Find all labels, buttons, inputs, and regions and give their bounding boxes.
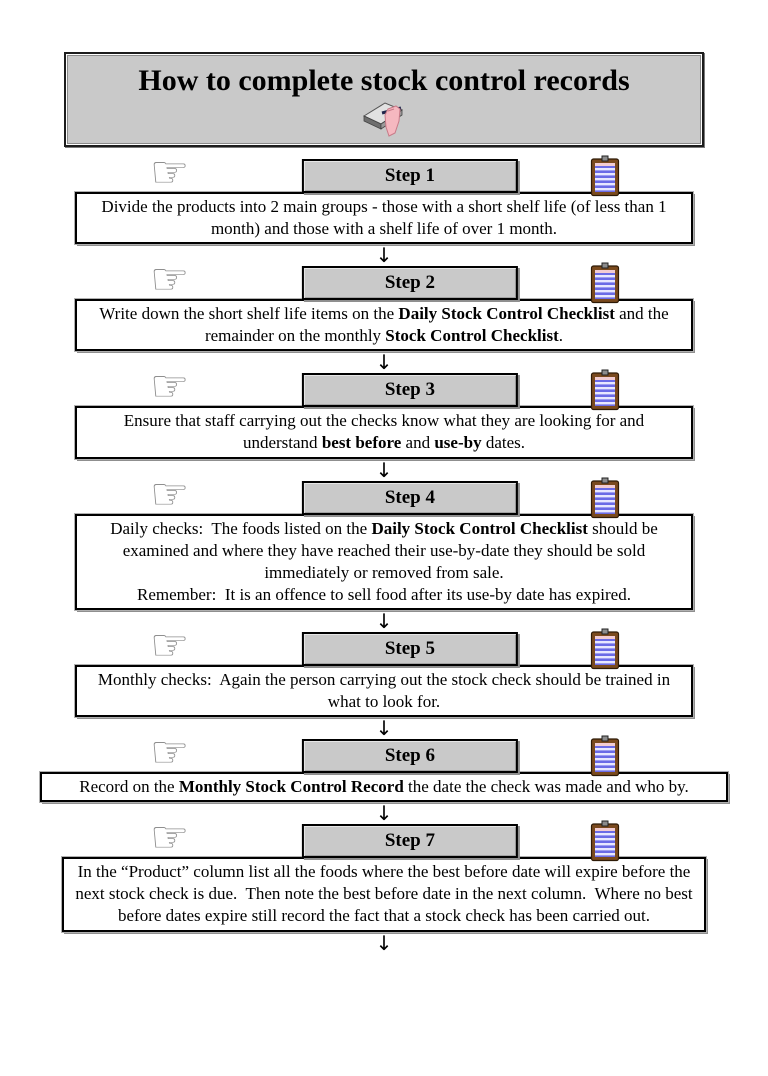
clipboard-icon (590, 155, 620, 197)
step-2-header: ☞ Step 2 (0, 258, 768, 304)
document-page: How to complete stock control records ☞ … (0, 52, 768, 1076)
step-2-label-box: Step 2 (301, 266, 518, 301)
step-5-header: ☞ Step 5 (0, 623, 768, 670)
down-arrow: ↓ (375, 457, 393, 482)
step-7-label-box: Step 7 (301, 824, 518, 859)
step-1-header: ☞ Step 1 (0, 151, 768, 197)
step-6-label: Step 6 (384, 745, 435, 767)
step-5-text: Monthly checks: Again the person carryin… (74, 663, 694, 719)
step-6-text: Record on the Monthly Stock Control Reco… (39, 771, 729, 804)
clipboard-icon (590, 735, 620, 777)
step-3-header: ☞ Step 3 (0, 365, 768, 411)
step-6-label-box: Step 6 (301, 739, 518, 774)
pointing-hand-icon: ☞ (150, 254, 190, 306)
step-4-label-box: Step 4 (301, 480, 518, 515)
clipboard-icon (590, 369, 620, 411)
step-3-label: Step 3 (384, 379, 435, 401)
down-arrow: ↓ (375, 930, 393, 955)
clipboard-icon (590, 262, 620, 304)
step-7-text: In the “Product” column list all the foo… (61, 856, 707, 933)
down-arrow: ↓ (375, 608, 393, 633)
step-1-label: Step 1 (384, 165, 435, 186)
step-1-label-box: Step 1 (301, 159, 518, 193)
title-banner: How to complete stock control records (64, 52, 704, 147)
down-arrow: ↓ (375, 801, 393, 826)
step-3-label-box: Step 3 (301, 373, 518, 408)
step-5-label-box: Step 5 (301, 631, 518, 666)
pointing-hand-icon: ☞ (150, 361, 190, 413)
step-4-text: Daily checks: The foods listed on the Da… (74, 512, 694, 611)
clipboard-icon (590, 628, 620, 670)
down-arrow: ↓ (375, 243, 393, 268)
page-title: How to complete stock control records (138, 64, 630, 97)
step-3-text: Ensure that staff carrying out the check… (74, 405, 694, 460)
pointing-hand-icon: ☞ (150, 468, 190, 520)
pointing-hand-icon: ☞ (150, 727, 190, 779)
step-7-header: ☞ Step 7 (0, 816, 768, 862)
down-arrow: ↓ (375, 350, 393, 375)
book-and-pen-icon (362, 102, 404, 137)
pointing-hand-icon: ☞ (150, 812, 190, 864)
step-2-text: Write down the short shelf life items on… (74, 298, 694, 353)
step-6-header: ☞ Step 6 (0, 731, 768, 777)
step-1-text: Divide the products into 2 main groups -… (74, 190, 694, 246)
step-2-label: Step 2 (384, 272, 435, 294)
clipboard-icon (590, 820, 620, 862)
pointing-hand-icon: ☞ (150, 147, 190, 198)
title-banner-inner: How to complete stock control records (67, 55, 701, 144)
step-5-label: Step 5 (384, 637, 435, 659)
down-arrow: ↓ (375, 716, 393, 741)
step-4-label: Step 4 (384, 486, 435, 508)
clipboard-icon (590, 477, 620, 518)
step-7-label: Step 7 (384, 830, 435, 852)
step-4-header: ☞ Step 4 (0, 472, 768, 518)
pointing-hand-icon: ☞ (150, 619, 190, 671)
